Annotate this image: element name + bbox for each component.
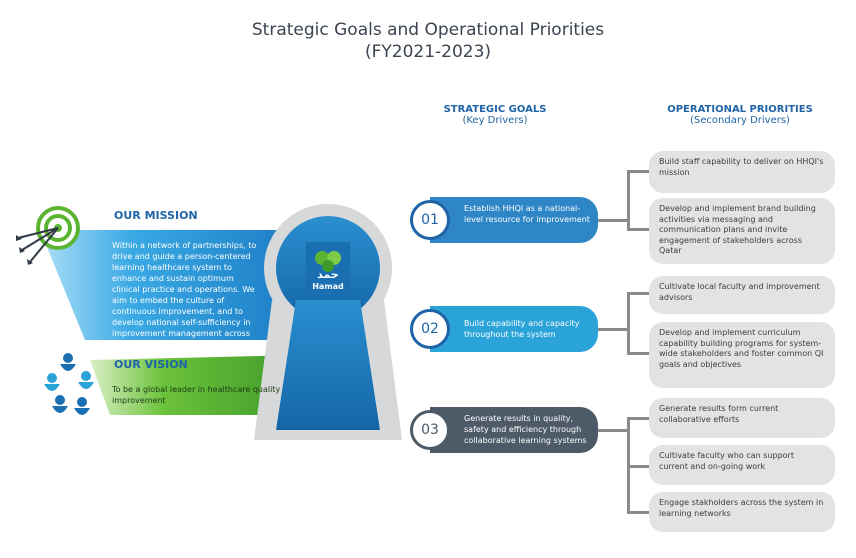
connector-3c (627, 511, 649, 514)
priorities-column-heading: OPERATIONAL PRIORITIES (Secondary Driver… (655, 104, 825, 126)
goal-number-3: 03 (410, 410, 450, 450)
vision-panel (90, 355, 300, 415)
vision-heading: OUR VISION (114, 358, 188, 371)
hamad-logo-arabic: حمد (317, 268, 339, 281)
goal-text-2: Build capability and capacity throughout… (464, 319, 580, 339)
priority-3-3: Engage stakholders across the system in … (649, 492, 835, 532)
connector-3 (598, 429, 628, 432)
mission-heading: OUR MISSION (114, 209, 198, 222)
priority-2-2: Develop and implement curriculum capabil… (649, 322, 835, 388)
goal-text-3: Generate results in quality, safety and … (464, 414, 587, 445)
priorities-heading: OPERATIONAL PRIORITIES (667, 104, 813, 115)
goal-bar-3 (430, 407, 598, 453)
connector-3b (627, 465, 649, 468)
vision-text: To be a global leader in healthcare qual… (112, 385, 281, 405)
connector-3a (627, 417, 649, 420)
priorities-subheading: (Secondary Drivers) (690, 115, 790, 126)
goals-heading: STRATEGIC GOALS (443, 104, 547, 115)
goal-bar-1 (430, 197, 598, 243)
mission-text: Within a network of partnerships, to dri… (112, 241, 257, 349)
connector-2-vertical (627, 292, 630, 354)
connector-1 (598, 219, 628, 222)
goal-bar-2 (430, 306, 598, 352)
people-network-icon (44, 353, 94, 415)
connector-2 (598, 328, 628, 331)
diagram-title: Strategic Goals and Operational Prioriti… (251, 20, 605, 40)
priority-1-2: Develop and implement brand building act… (649, 198, 835, 264)
goals-subheading: (Key Drivers) (462, 115, 528, 126)
connector-2b (627, 352, 649, 355)
goal-number-1: 01 (410, 200, 450, 240)
connector-1b (627, 228, 649, 231)
diagram-subtitle: (FY2021-2023) (364, 42, 492, 62)
keyhole-body (276, 300, 380, 430)
mission-panel (40, 230, 300, 340)
goal-number-2: 02 (410, 309, 450, 349)
mission-vision-illustration (16, 204, 402, 440)
priority-2-1: Cultivate local faculty and improvement … (649, 276, 835, 314)
priority-3-1: Generate results form current collaborat… (649, 398, 835, 438)
connector-1-vertical (627, 170, 630, 230)
connector-1a (627, 170, 649, 173)
priority-3-2: Cultivate faculty who can support curren… (649, 445, 835, 485)
connector-2a (627, 292, 649, 295)
goal-text-1: Establish HHQI as a national-level resou… (464, 204, 590, 224)
goals-column-heading: STRATEGIC GOALS (Key Drivers) (420, 104, 570, 126)
priority-1-1: Build staff capability to deliver on HHQ… (649, 151, 835, 193)
hamad-logo-name: Hamad (312, 282, 344, 291)
target-icon (16, 206, 80, 265)
